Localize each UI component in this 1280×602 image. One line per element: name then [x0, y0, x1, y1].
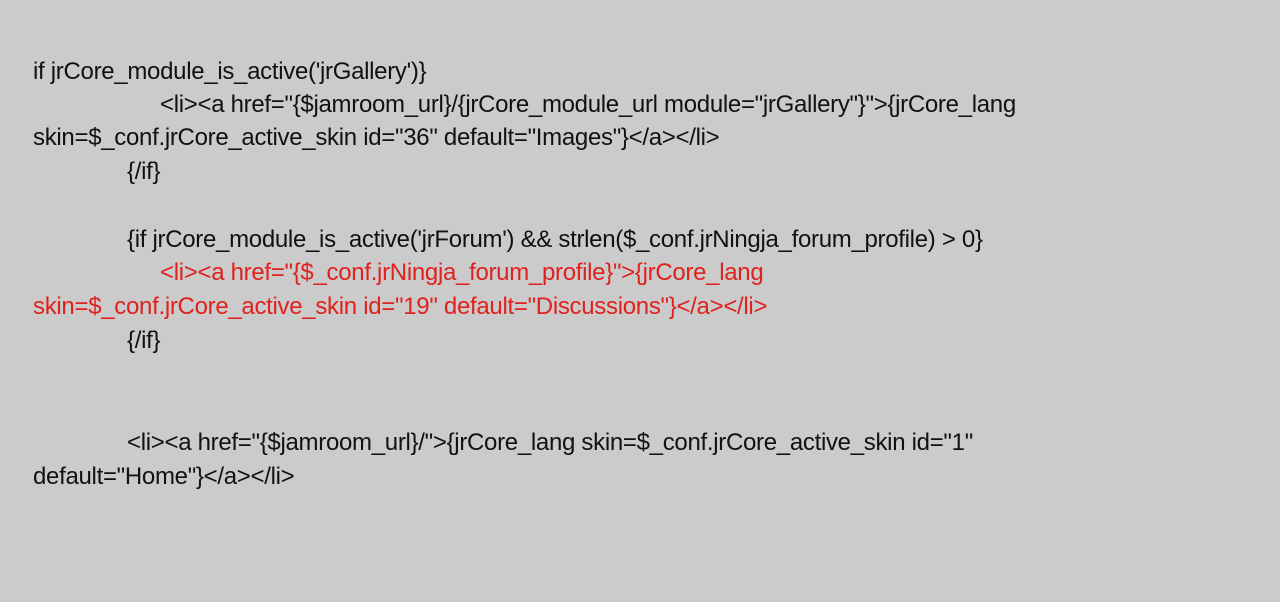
code-line: default="Home"}</a></li>	[33, 463, 295, 490]
code-line: {/if}	[127, 327, 161, 354]
code-line: <li><a href="{$jamroom_url}/{jrCore_modu…	[160, 91, 1016, 118]
code-line: skin=$_conf.jrCore_active_skin id="36" d…	[33, 124, 720, 151]
highlighted-code-line: skin=$_conf.jrCore_active_skin id="19" d…	[33, 293, 768, 320]
code-line: if jrCore_module_is_active('jrGallery')}	[33, 58, 427, 85]
code-line: {/if}	[127, 158, 161, 185]
highlighted-code-line: <li><a href="{$_conf.jrNingja_forum_prof…	[160, 259, 764, 286]
code-line: <li><a href="{$jamroom_url}/">{jrCore_la…	[127, 429, 973, 456]
code-line: {if jrCore_module_is_active('jrForum') &…	[127, 226, 983, 253]
